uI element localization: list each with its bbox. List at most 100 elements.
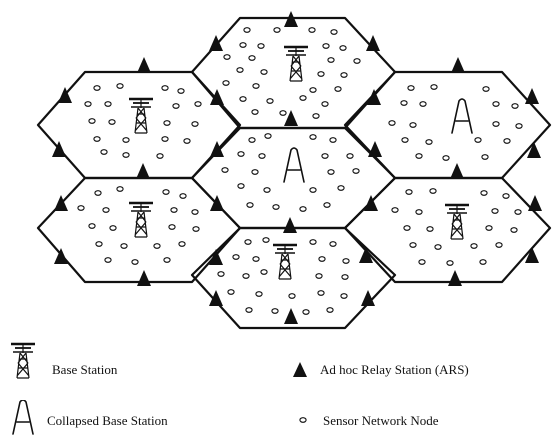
sensor-node <box>272 204 280 210</box>
sensor-node <box>407 85 415 91</box>
sensor-node <box>120 243 128 249</box>
sensor-node <box>217 271 225 277</box>
sensor-node <box>340 293 348 299</box>
sensor-node <box>329 137 337 143</box>
sensor-node <box>244 239 252 245</box>
sensor-node <box>95 241 103 247</box>
sensor-node <box>162 189 170 195</box>
sensor-node <box>104 257 112 263</box>
sensor-node <box>322 43 330 49</box>
sensor-node <box>429 188 437 194</box>
sensor-node <box>77 205 85 211</box>
sensor-node <box>93 85 101 91</box>
sensor-node <box>122 152 130 158</box>
sensor-node <box>248 55 256 61</box>
ars-marker <box>527 142 541 158</box>
cell-lower-right <box>343 176 552 284</box>
sensor-node <box>239 42 247 48</box>
ars-marker <box>368 141 382 157</box>
sensor-node <box>415 153 423 159</box>
sensor-node <box>330 29 338 35</box>
sensor-node <box>403 225 411 231</box>
sensor-node <box>191 121 199 127</box>
sensor-node <box>191 209 199 215</box>
sensor-node <box>266 98 274 104</box>
sensor-node <box>309 187 317 193</box>
sensor-node <box>492 101 500 107</box>
sensor-node <box>251 109 259 115</box>
sensor-node <box>239 96 247 102</box>
sensor-node <box>104 101 112 107</box>
base-station-lower-left <box>127 201 155 239</box>
hexagon-cells <box>36 16 552 330</box>
sensor-node <box>337 185 345 191</box>
sensor-node <box>109 225 117 231</box>
sensor-node <box>262 237 270 243</box>
sensor-node <box>273 27 281 33</box>
ars-marker <box>136 163 150 179</box>
sensor-node <box>116 186 124 192</box>
base-station-bottom <box>271 243 299 281</box>
sensor-node <box>156 153 164 159</box>
sensor-node <box>312 113 320 119</box>
sensor-node <box>309 239 317 245</box>
ars-marker <box>209 290 223 306</box>
ars-marker <box>528 195 542 211</box>
sensor-node <box>302 309 310 315</box>
sensor-node <box>299 206 307 212</box>
sensor-node <box>194 101 202 107</box>
sensor-node <box>178 241 186 247</box>
sensor-node <box>315 273 323 279</box>
sensor-node <box>177 88 185 94</box>
sensor-node <box>341 274 349 280</box>
sensor-node <box>299 95 307 101</box>
ars-marker <box>525 88 539 104</box>
sensor-node <box>318 256 326 262</box>
sensor-node <box>252 83 260 89</box>
base-station-upper-left <box>127 97 155 135</box>
base-station-top <box>282 45 310 83</box>
sensor-node <box>346 153 354 159</box>
collapsed-base-station-center <box>283 147 305 183</box>
ars-marker <box>137 270 151 286</box>
sensor-node <box>409 122 417 128</box>
ars-marker <box>283 217 297 233</box>
sensor-node <box>93 136 101 142</box>
sensor-node <box>419 101 427 107</box>
sensor-node <box>326 307 334 313</box>
sensor-node <box>88 223 96 229</box>
sensor-node <box>474 137 482 143</box>
sensor-node <box>260 69 268 75</box>
hexagon-cell-diagram <box>36 11 552 330</box>
sensor-node <box>237 151 245 157</box>
ars-marker <box>209 35 223 51</box>
legend-collapsed-label: Collapsed Base Station <box>47 413 168 428</box>
sensor-node <box>491 208 499 214</box>
cell-upper-left <box>36 70 242 180</box>
sensor-node <box>327 57 335 63</box>
cell-top <box>190 16 397 130</box>
sensor-node <box>271 308 279 314</box>
sensor-node <box>232 254 240 260</box>
sensor-node <box>258 153 266 159</box>
sensor-node <box>503 138 511 144</box>
legend-base-station-icon <box>10 342 36 380</box>
sensor-node <box>418 259 426 265</box>
sensor-node <box>170 207 178 213</box>
sensor-node <box>470 243 478 249</box>
legend-ars-label: Ad hoc Relay Station (ARS) <box>320 362 469 377</box>
sensor-node <box>161 85 169 91</box>
sensor-node <box>243 27 251 33</box>
sensor-node <box>415 209 423 215</box>
sensor-node <box>309 87 317 93</box>
sensor-node <box>255 291 263 297</box>
cell-bottom <box>190 226 397 330</box>
sensor-node <box>329 241 337 247</box>
sensor-node <box>434 244 442 250</box>
legend-ars-icon <box>293 362 307 377</box>
sensor-node <box>172 103 180 109</box>
sensor-node <box>221 167 229 173</box>
sensor-node <box>227 289 235 295</box>
sensor-node <box>492 121 500 127</box>
